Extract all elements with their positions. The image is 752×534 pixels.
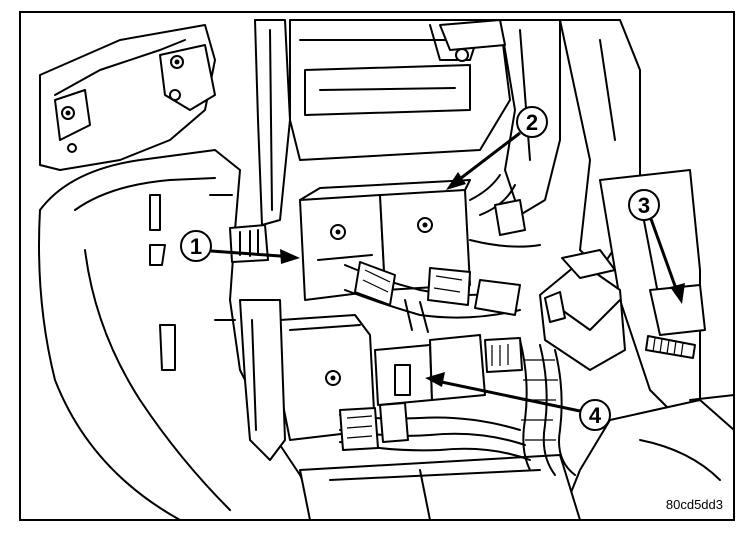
- figure-code: 80cd5dd3: [666, 497, 723, 512]
- callout-3-arrowhead: [670, 283, 685, 304]
- callout-2-circle: [516, 106, 548, 138]
- callout-1-circle: [180, 230, 212, 262]
- callout-1-leader: [210, 249, 295, 259]
- callout-3-leader: [649, 218, 681, 298]
- callout-4-label: 4: [589, 403, 602, 428]
- callout-4-circle: [579, 399, 611, 431]
- line-art: [38, 19, 735, 521]
- callout-4-leader: [431, 378, 581, 413]
- callout-3-label: 3: [638, 193, 650, 218]
- callout-3-circle: [628, 189, 660, 221]
- callout-4-arrowhead: [425, 372, 445, 387]
- callout-2-label: 2: [526, 110, 538, 135]
- callout-1-arrowhead: [280, 249, 300, 264]
- callout-2-leader: [451, 131, 521, 187]
- callout-1: 1: [180, 230, 300, 264]
- callout-2: 2: [446, 106, 548, 190]
- callout-3: 3: [628, 189, 685, 304]
- callout-2-arrowhead: [446, 172, 466, 190]
- callout-1-label: 1: [190, 234, 202, 259]
- callout-4: 4: [425, 372, 611, 431]
